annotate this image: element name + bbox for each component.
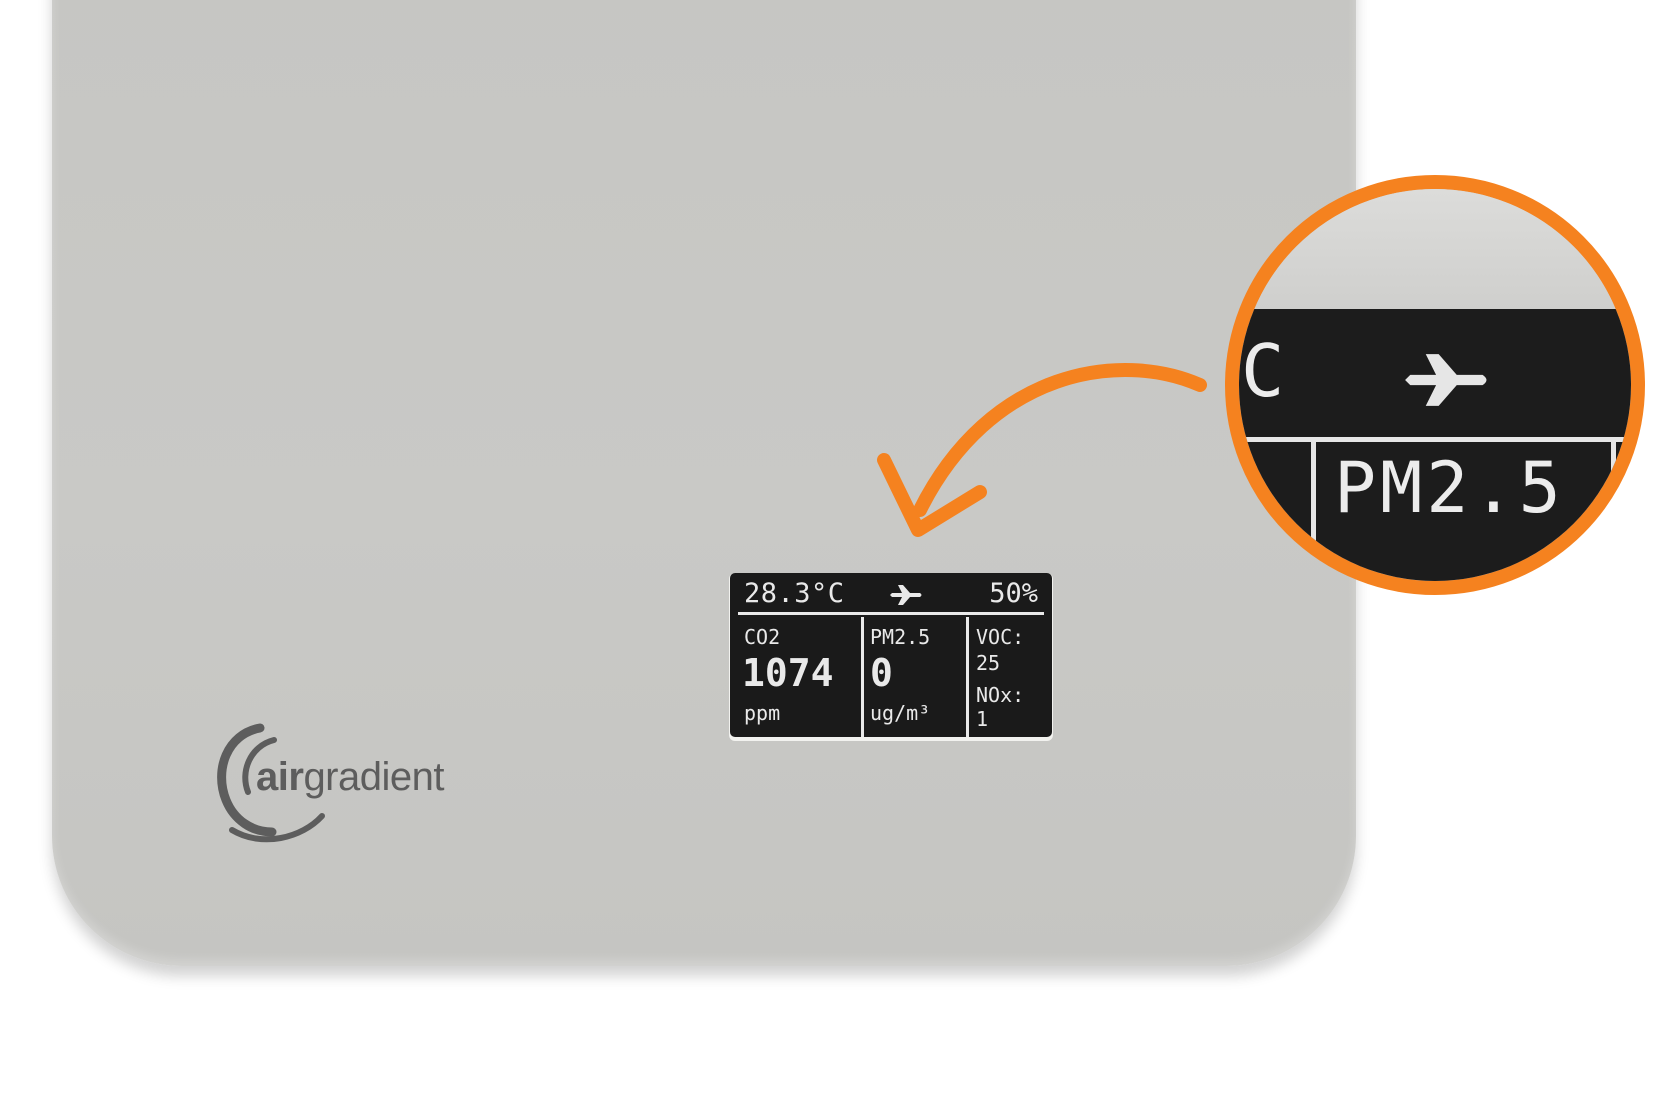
co2-unit: ppm	[744, 701, 781, 725]
pm25-label: PM2.5	[870, 625, 931, 649]
brand-wordmark: airgradient	[256, 755, 444, 800]
airplane-icon	[1405, 354, 1487, 406]
zoom-temp-unit: C	[1241, 329, 1285, 413]
curved-arrow-icon	[877, 363, 1207, 537]
logo-swoosh-icon	[217, 723, 325, 843]
pm25-value: 0	[870, 651, 893, 695]
airgradient-logo: airgradient	[212, 720, 502, 850]
zoom-column-divider	[1311, 439, 1316, 581]
brand-bold: air	[256, 755, 304, 799]
zoom-device-surface	[1239, 189, 1631, 309]
zoom-header-divider	[1239, 437, 1629, 442]
column-divider	[861, 617, 864, 737]
co2-label: CO2	[744, 625, 781, 649]
voc-value: 25	[976, 651, 1001, 675]
zoom-pm25-label: PM2.5	[1334, 447, 1565, 529]
brand-regular: gradient	[303, 755, 444, 799]
nox-value: 1	[976, 707, 989, 731]
header-divider	[738, 612, 1044, 615]
air-monitor-device	[52, 0, 1356, 966]
status-bar: 28.3°C 50%	[730, 573, 1052, 613]
temperature-reading: 28.3°C	[744, 578, 845, 609]
nox-label: NOx:	[976, 683, 1025, 707]
humidity-reading: 50%	[989, 578, 1038, 609]
zoom-magnifier: C PM2.5	[1225, 175, 1645, 595]
co2-value: 1074	[742, 651, 834, 695]
pm25-unit: ug/m³	[870, 701, 931, 725]
oled-display: 28.3°C 50% CO2 1074 ppm PM2.5 0 ug/m³ VO…	[730, 573, 1052, 737]
voc-label: VOC:	[976, 625, 1025, 649]
column-divider	[966, 617, 969, 737]
airplane-icon	[890, 585, 922, 605]
zoom-column-divider	[1611, 439, 1616, 581]
